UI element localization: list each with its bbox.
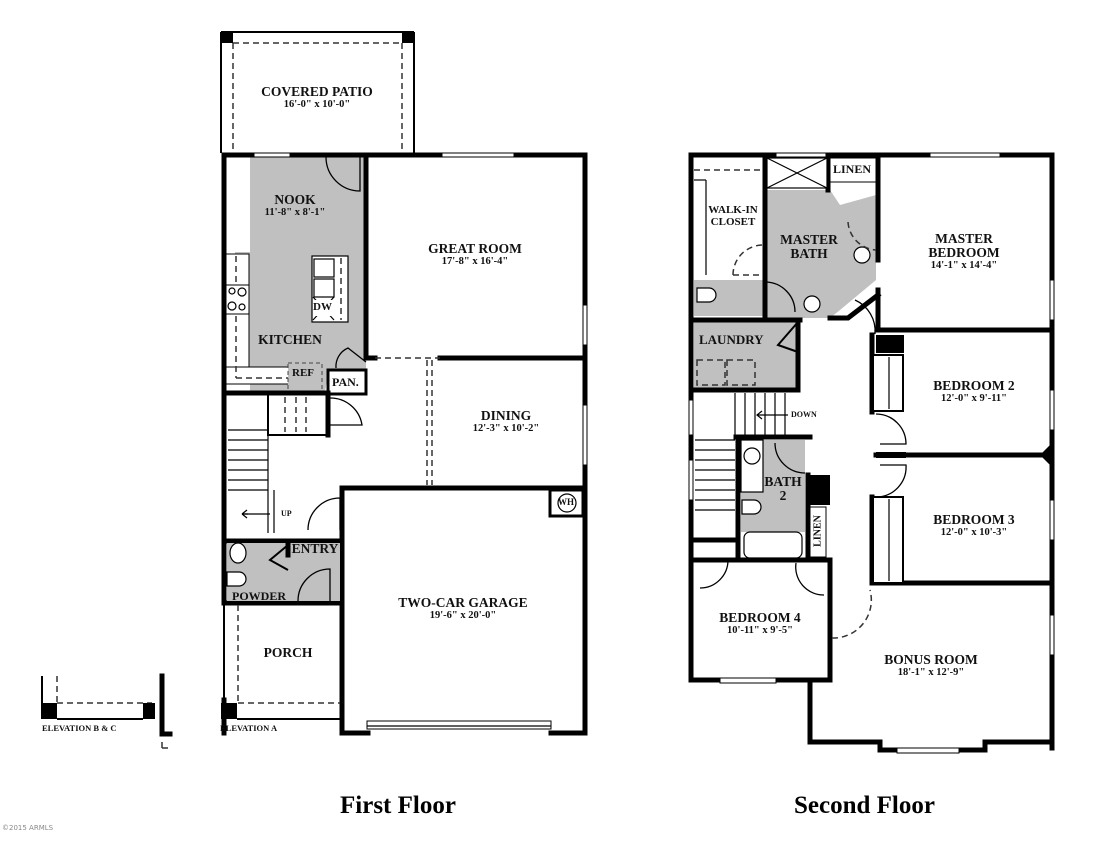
room-name: TWO-CAR GARAGE — [398, 595, 528, 610]
room-name-line2: CLOSET — [710, 215, 756, 228]
linen-closet-top — [829, 157, 877, 183]
room-name-line2: BEDROOM — [928, 245, 1000, 261]
room-dimensions: 19'-6" x 20'-0" — [429, 610, 497, 622]
dishwasher-label: DW — [313, 301, 332, 313]
pantry-label: PAN. — [332, 375, 359, 389]
toilet-icon — [696, 287, 717, 303]
first-floor-title: First Floor — [340, 792, 456, 819]
kitchen-label: KITCHEN — [258, 332, 322, 347]
room-name: MASTER — [780, 232, 838, 247]
entry-label: ENTRY — [291, 541, 339, 556]
pantry — [326, 347, 368, 396]
room-dimensions: 14'-1" x 14'-4" — [930, 260, 998, 272]
sink-icon — [743, 447, 761, 465]
room-dimensions: 17'-8" x 16'-4" — [441, 256, 509, 268]
dining-label: DINING 12'-3" x 10'-2" — [472, 408, 540, 435]
room-dimensions: 10'-11" x 9'-5" — [727, 625, 793, 637]
second-floor-walls — [688, 152, 1055, 753]
kitchen-counters — [223, 253, 293, 385]
second-floor-stairs — [695, 393, 788, 511]
sink-icon — [229, 542, 247, 564]
room-name: ENTRY — [291, 541, 339, 556]
bathtub-icon — [743, 531, 803, 559]
powder-label: POWDER — [232, 589, 286, 603]
room-name: WALK-IN — [708, 204, 758, 216]
room-name: DINING — [480, 408, 532, 423]
second-floor-plan — [688, 152, 1055, 754]
bath-2-label: BATH 2 — [764, 474, 802, 504]
two-car-garage-label: TWO-CAR GARAGE 19'-6" x 20'-0" — [398, 595, 528, 622]
toilet-icon — [226, 571, 247, 587]
nook-label: NOOK 11'-8" x 8'-1" — [264, 192, 326, 219]
room-dimensions: 12'-3" x 10'-2" — [472, 423, 540, 435]
sink-icon — [803, 295, 821, 313]
linen-closet-side — [809, 506, 827, 558]
first-floor-stairs — [228, 397, 307, 533]
copyright-notice: ©2015 ARMLS — [2, 824, 54, 832]
second-floor-title: Second Floor — [794, 792, 935, 819]
first-floor-walls — [221, 152, 588, 736]
walk-in-closet-label: WALK-IN CLOSET — [708, 204, 758, 228]
refrigerator-label: REF — [292, 367, 314, 379]
room-name: BEDROOM 3 — [933, 512, 1015, 527]
kitchen-island — [311, 255, 349, 323]
stairs-down-label: DOWN — [791, 410, 817, 419]
laundry-label: LAUNDRY — [699, 332, 764, 347]
elevation-a-label: ELEVATION A — [220, 723, 278, 733]
room-name: MASTER — [935, 231, 993, 246]
room-name: BONUS ROOM — [884, 652, 978, 667]
room-dimensions: 12'-0" x 10'-3" — [940, 527, 1008, 539]
bedroom-3-label: BEDROOM 3 12'-0" x 10'-3" — [933, 512, 1015, 539]
room-name: BATH — [764, 474, 802, 489]
first-floor-plan — [41, 31, 588, 749]
arrow-left-icon — [756, 410, 763, 420]
covered-patio-area — [220, 31, 415, 153]
bedroom-4-label: BEDROOM 4 10'-11" x 9'-5" — [719, 610, 801, 637]
porch-label: PORCH — [263, 645, 313, 660]
room-name: NOOK — [274, 192, 316, 207]
elevation-b-c-detail — [41, 673, 173, 749]
room-name: BEDROOM 2 — [933, 378, 1015, 393]
room-dimensions: 18'-1" x 12'-9" — [897, 667, 965, 679]
water-heater-label: WH — [558, 497, 575, 507]
room-name-line2: 2 — [779, 488, 787, 504]
room-dimensions: 11'-8" x 8'-1" — [264, 207, 326, 219]
room-dimensions: 16'-0" x 10'-0" — [283, 99, 351, 111]
linen-side-label: LINEN — [812, 515, 824, 547]
bedroom-2-label: BEDROOM 2 12'-0" x 9'-11" — [933, 378, 1015, 405]
room-name: BEDROOM 4 — [719, 610, 801, 625]
room-name: PORCH — [263, 645, 313, 660]
powder-entry-floor — [227, 543, 340, 601]
master-bedroom-label: MASTER BEDROOM 14'-1" x 14'-4" — [928, 231, 1000, 272]
linen-top-label: LINEN — [833, 162, 872, 176]
elevation-b-c-label: ELEVATION B & C — [42, 723, 117, 733]
great-room-label: GREAT ROOM 17'-8" x 16'-4" — [428, 241, 522, 268]
room-dimensions: 12'-0" x 9'-11" — [941, 393, 1007, 405]
sink-icon — [853, 246, 871, 264]
toilet-icon — [741, 499, 762, 515]
laundry-floor — [694, 322, 796, 388]
covered-patio-label: COVERED PATIO 16'-0" x 10'-0" — [261, 84, 373, 111]
bonus-room-label: BONUS ROOM 18'-1" x 12'-9" — [884, 652, 978, 679]
room-name: KITCHEN — [258, 332, 322, 347]
master-bath-label: MASTER BATH — [780, 232, 838, 262]
stairs-up-label: UP — [281, 509, 292, 518]
room-name: GREAT ROOM — [428, 241, 522, 256]
room-name-line2: BATH — [790, 246, 828, 262]
room-name: COVERED PATIO — [261, 84, 373, 99]
